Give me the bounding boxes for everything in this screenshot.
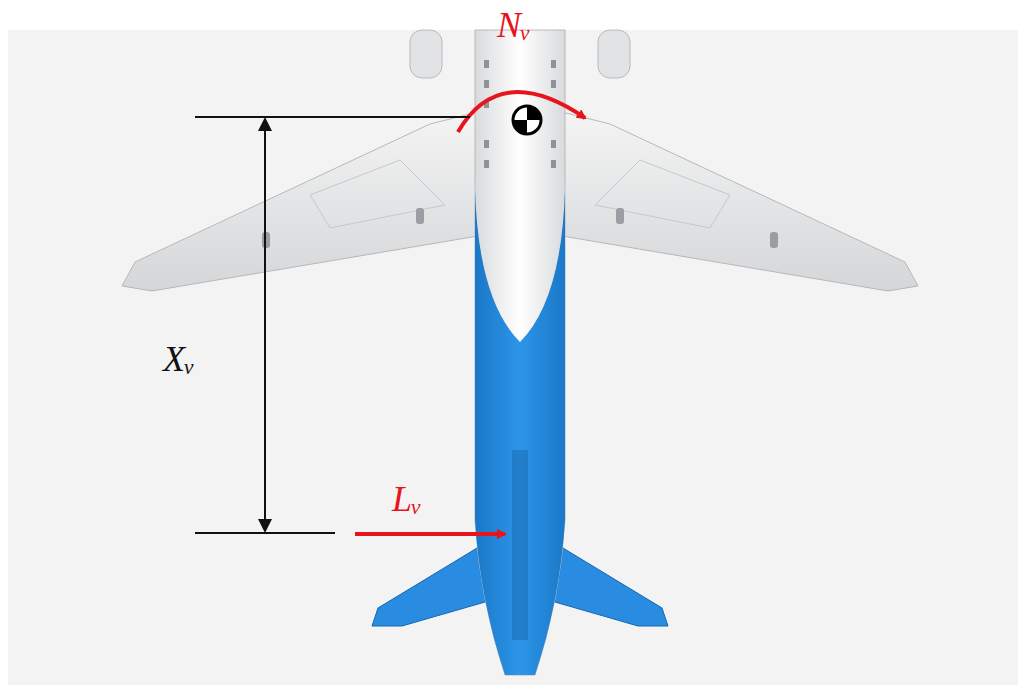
force-label: Lᵥ bbox=[392, 480, 422, 520]
moment-label: Nᵥ bbox=[497, 6, 531, 46]
dimension-label: Xᵥ bbox=[163, 340, 195, 380]
